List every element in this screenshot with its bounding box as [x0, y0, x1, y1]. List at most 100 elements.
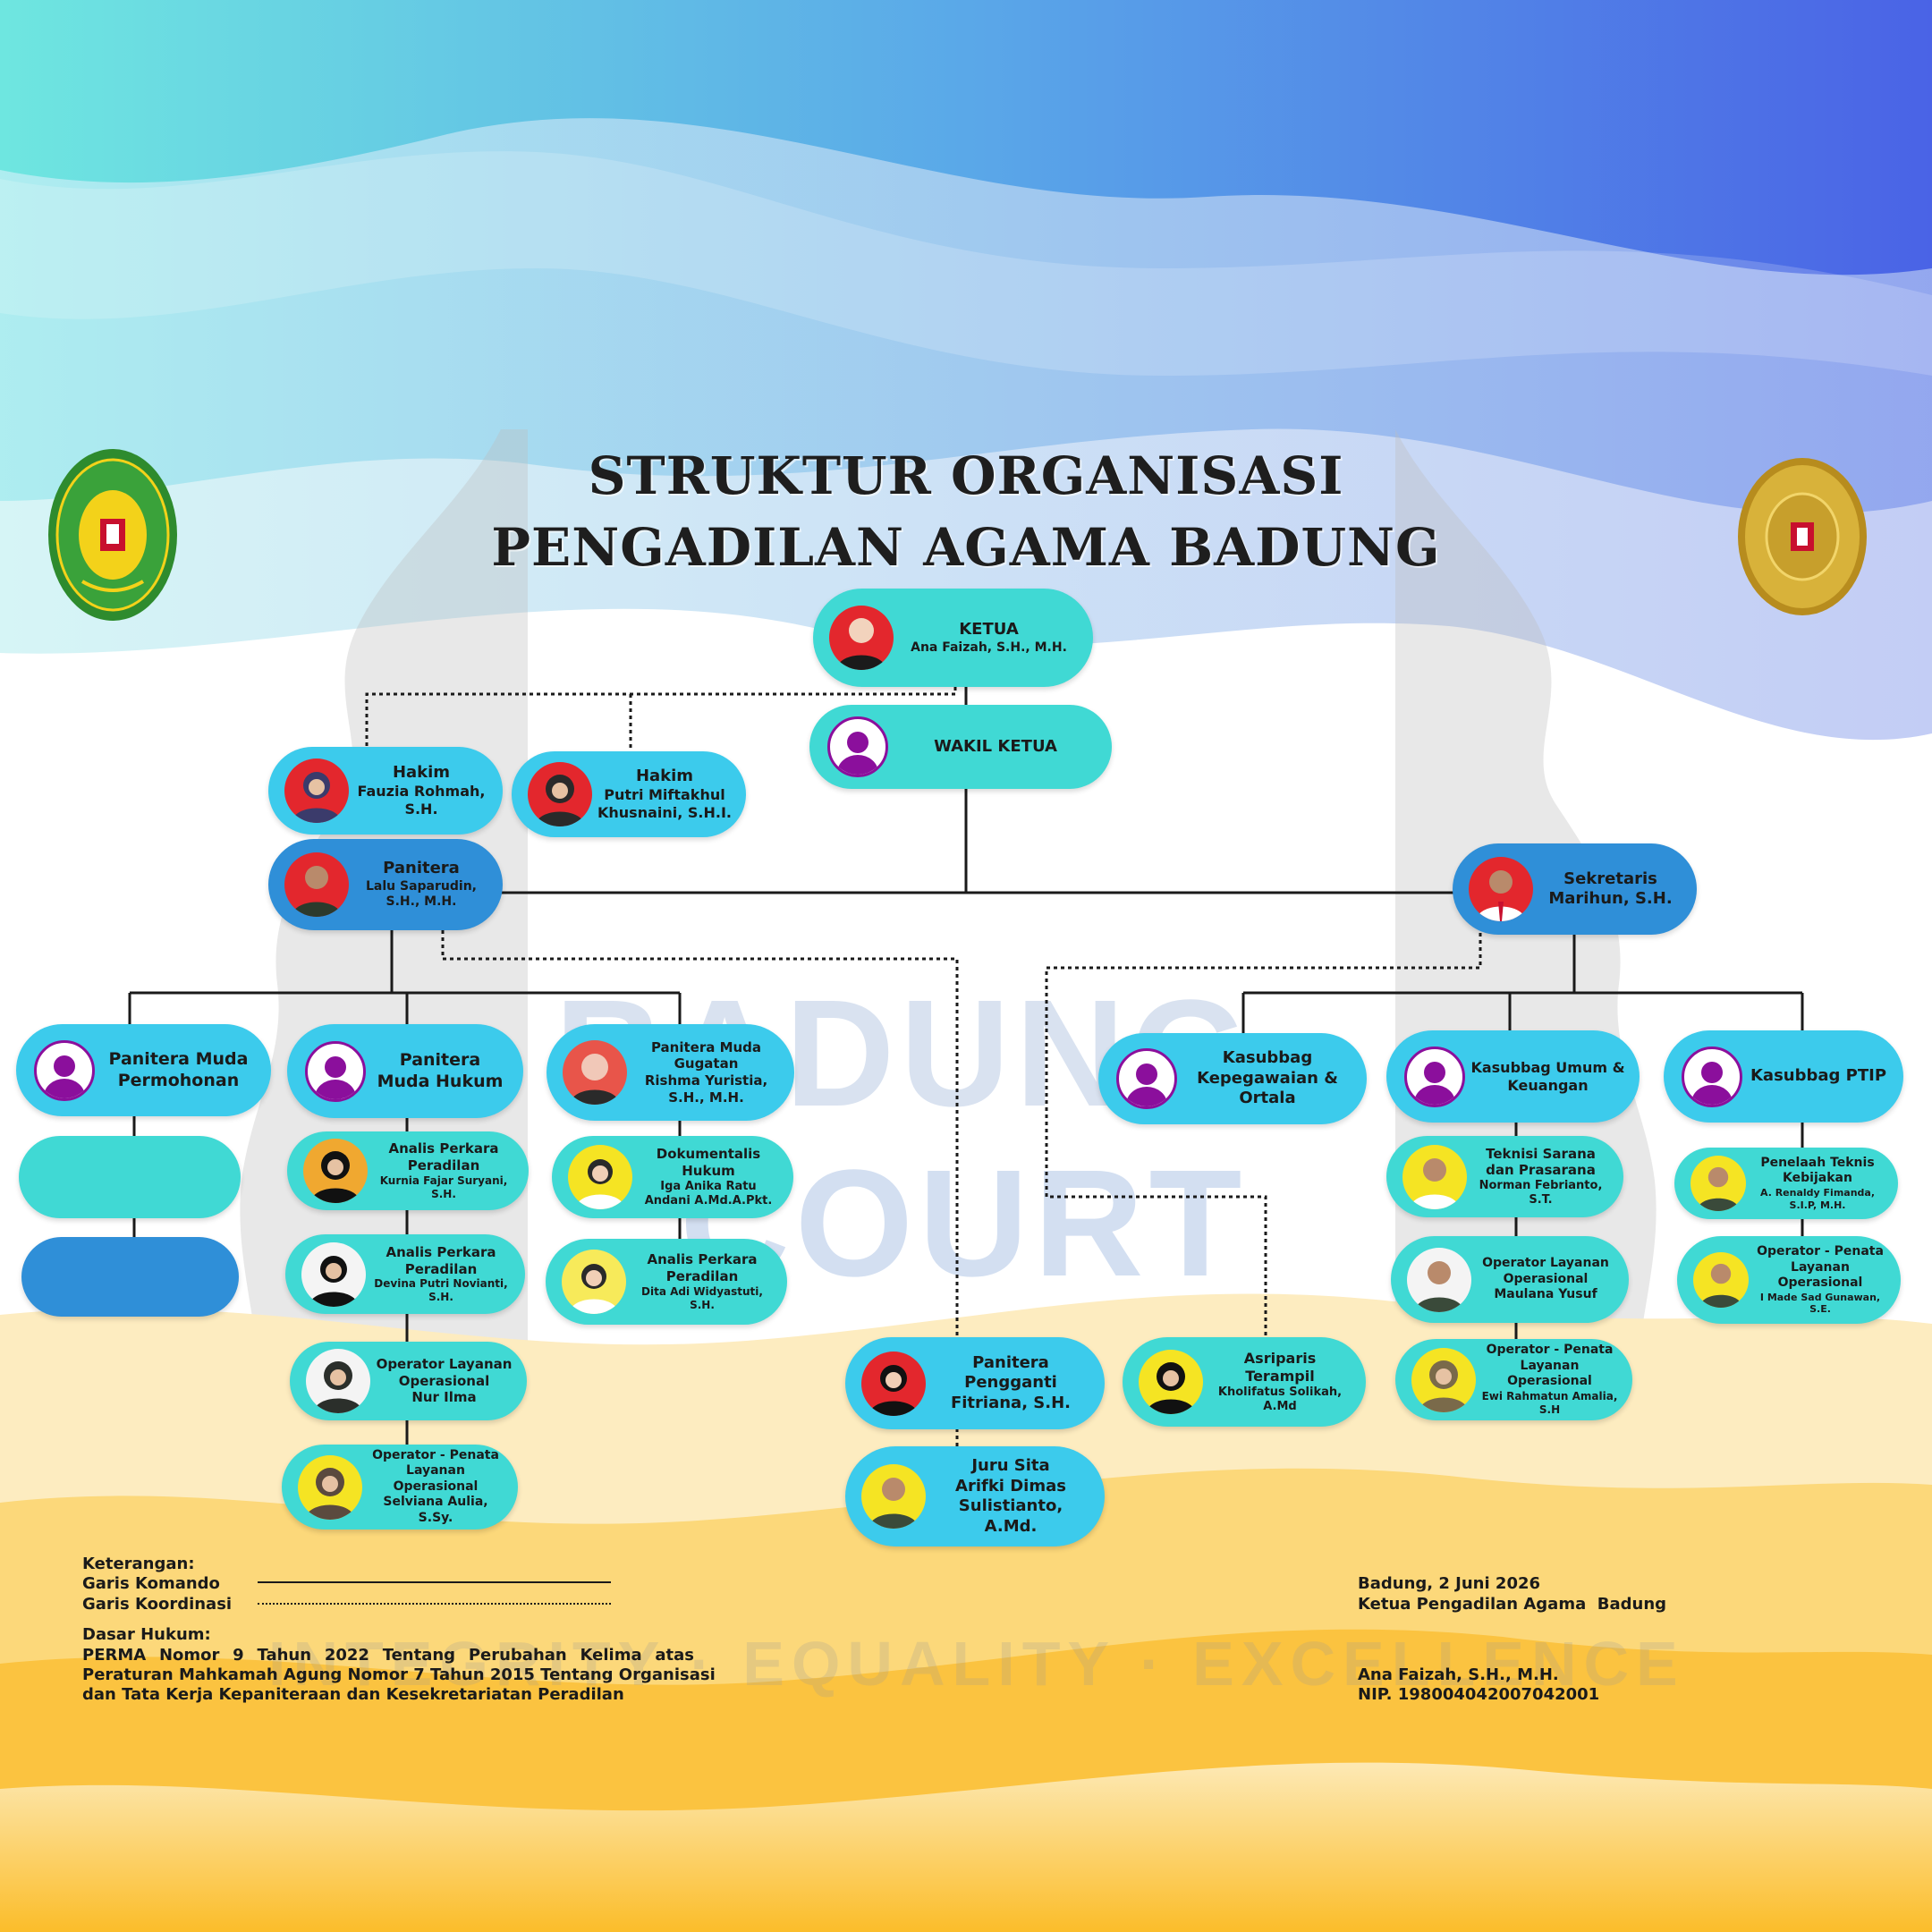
user-placeholder-icon — [34, 1039, 95, 1101]
node-role: Operator - Penata Layanan Operasional — [372, 1447, 499, 1494]
node-name: I Made Sad Gunawan, S.E. — [1759, 1291, 1881, 1316]
node-name: A. Renaldy Fimanda, S.I.P, M.H. — [1759, 1186, 1876, 1211]
watermark-motto: INTEGRITY · EQUALITY · EXCELLENCE — [268, 1629, 1685, 1699]
node-name: Rishma Yuristia, S.H., M.H. — [644, 1072, 768, 1106]
node-role: Dokumentalis Hukum — [656, 1146, 761, 1179]
node-role: Panitera Muda Hukum — [377, 1049, 504, 1091]
node-role: Panitera Muda Permohonan — [108, 1048, 249, 1090]
user-placeholder-icon — [1682, 1046, 1742, 1107]
node-name: Nur Ilma — [411, 1389, 477, 1406]
permohonan-staff-slot-2[interactable] — [21, 1237, 239, 1317]
node-role: Teknisi Sarana dan Prasarana — [1486, 1145, 1596, 1179]
kasubbag-kepegawaian-node[interactable]: Kasubbag Kepegawaian & Ortala — [1098, 1033, 1367, 1124]
staff-photo — [1411, 1347, 1476, 1412]
staff-photo — [301, 1241, 366, 1307]
node-role: Sekretaris — [1563, 869, 1657, 888]
chart-title-line2: PENGADILAN AGAMA BADUNG — [491, 517, 1441, 578]
node-name: Norman Febrianto, S.T. — [1479, 1179, 1603, 1208]
node-role: Penelaah Teknis Kebijakan — [1760, 1155, 1875, 1186]
signature-nip: NIP. 198004042007042001 — [1358, 1685, 1600, 1704]
node-name: Selviana Aulia, S.Sy. — [383, 1495, 488, 1525]
staff-photo — [568, 1145, 632, 1209]
staff-photo — [1402, 1144, 1467, 1209]
dasar-hukum-line3: dan Tata Kerja Kepaniteraan dan Kesekret… — [82, 1685, 624, 1704]
user-placeholder-icon — [1116, 1048, 1177, 1109]
node-role: Operator - Penata Layanan Operasional — [1486, 1343, 1614, 1389]
node-name: Putri Miftakhul Khusnaini, S.H.I. — [597, 786, 732, 822]
node-role: Operator Layanan Operasional — [376, 1355, 513, 1389]
staff-photo — [1690, 1156, 1746, 1211]
staff-photo — [303, 1139, 368, 1203]
node-name: Kholifatus Solikah, A.Md — [1217, 1385, 1343, 1413]
node-name: Fauzia Rohmah, S.H. — [357, 783, 486, 818]
legend-koordinasi-line — [258, 1603, 611, 1605]
dasar-hukum-line1: PERMA Nomor 9 Tahun 2022 Tentang Perubah… — [82, 1646, 694, 1665]
pengadilan-agama-badung-logo — [47, 447, 179, 623]
node-name: Kurnia Fajar Suryani, S.H. — [379, 1174, 508, 1200]
staff-photo — [306, 1349, 370, 1413]
signature-office: Ketua Pengadilan Agama Badung — [1358, 1595, 1667, 1614]
staff-photo — [861, 1351, 926, 1416]
node-name: Lalu Saparudin, S.H., M.H. — [366, 878, 477, 910]
node-name: Ewi Rahmatun Amalia, S.H — [1481, 1389, 1618, 1416]
permohonan-staff-slot-1[interactable] — [19, 1136, 241, 1218]
legend-komando-label: Garis Komando — [82, 1574, 220, 1593]
user-placeholder-icon — [1404, 1046, 1465, 1107]
dasar-hukum-heading: Dasar Hukum: — [82, 1625, 211, 1644]
node-role: Hakim — [392, 762, 451, 782]
staff-photo — [562, 1250, 626, 1314]
kasubbag-ptip-node[interactable]: Kasubbag PTIP — [1664, 1030, 1903, 1123]
mahkamah-agung-logo — [1735, 456, 1869, 617]
node-role: Juru Sita — [971, 1456, 1050, 1475]
panitera-muda-permohonan-node[interactable]: Panitera Muda Permohonan — [16, 1024, 271, 1116]
kasubbag-umum-node[interactable]: Kasubbag Umum & Keuangan — [1386, 1030, 1640, 1123]
coordination-line — [441, 930, 959, 1446]
gugatan-photo — [563, 1040, 627, 1105]
chart-title-line1: STRUKTUR ORGANISASI — [588, 445, 1344, 506]
hakim-photo — [528, 762, 592, 826]
staff-photo — [298, 1454, 362, 1520]
staff-photo — [861, 1464, 926, 1529]
dasar-hukum-line2: Peraturan Mahkamah Agung Nomor 7 Tahun 2… — [82, 1665, 716, 1684]
node-role: Kasubbag PTIP — [1750, 1066, 1887, 1086]
node-name: Maulana Yusuf — [1494, 1287, 1597, 1302]
user-placeholder-icon — [305, 1040, 366, 1102]
ketua-photo — [829, 606, 894, 670]
node-name: Arifki Dimas Sulistianto, A.Md. — [955, 1476, 1066, 1536]
command-line — [128, 930, 682, 1029]
staff-photo — [1407, 1247, 1471, 1312]
legend-heading: Keterangan: — [82, 1555, 195, 1573]
hakim-photo — [284, 758, 349, 823]
node-name: Iga Anika Ratu Andani A.Md.A.Pkt. — [644, 1179, 773, 1208]
node-role: KETUA — [959, 620, 1019, 639]
node-name: Dita Adi Widyastuti, S.H. — [641, 1284, 763, 1311]
node-role: Kasubbag Kepegawaian & Ortala — [1197, 1048, 1338, 1108]
wakil-ketua-node[interactable]: WAKIL KETUA — [809, 705, 1112, 789]
legend-koordinasi-label: Garis Koordinasi — [82, 1595, 233, 1614]
node-role: Asriparis Terampil — [1243, 1349, 1317, 1385]
panitera-photo — [284, 852, 349, 917]
panitera-muda-hukum-node[interactable]: Panitera Muda Hukum — [287, 1024, 523, 1118]
staff-photo — [1139, 1350, 1203, 1414]
